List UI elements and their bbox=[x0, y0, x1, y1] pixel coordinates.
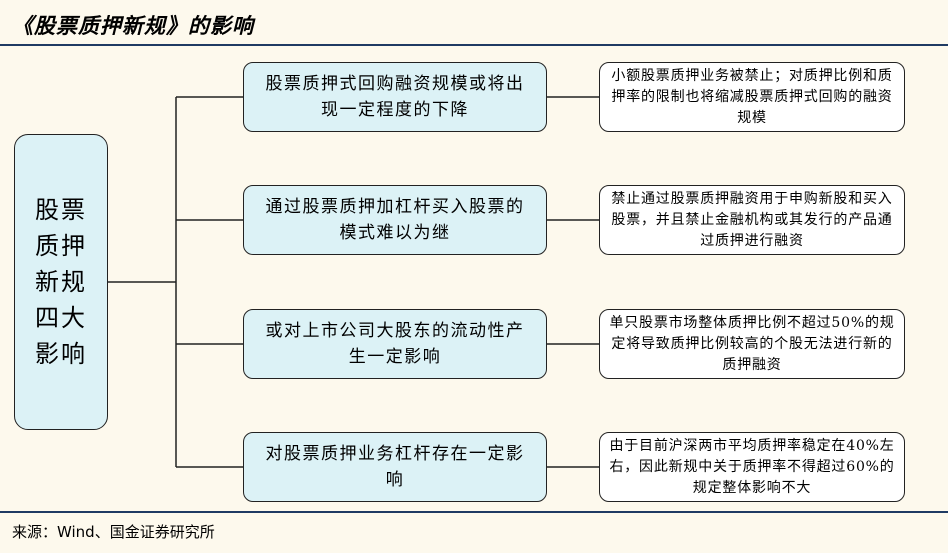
detail-label-3: 单只股票市场整体质押比例不超过50%的规定将导致质押比例较高的个股无法进行新的质… bbox=[609, 314, 895, 373]
detail-node-1: 小额股票质押业务被禁止；对质押比例和质押率的限制也将缩减股票质押式回购的融资规模 bbox=[599, 62, 905, 132]
impact-label-3: 或对上市公司大股东的流动性产生一定影响 bbox=[265, 321, 525, 367]
detail-node-3: 单只股票市场整体质押比例不超过50%的规定将导致质押比例较高的个股无法进行新的质… bbox=[599, 309, 905, 379]
impact-node-1: 股票质押式回购融资规模或将出现一定程度的下降 bbox=[243, 62, 547, 132]
detail-label-2: 禁止通过股票质押融资用于申购新股和买入股票，并且禁止金融机构或其发行的产品通过质… bbox=[611, 190, 893, 249]
detail-label-4: 由于目前沪深两市平均质押率稳定在40%左右，因此新规中关于质押率不得超过60%的… bbox=[609, 437, 895, 496]
root-label: 股票质押新规四大影响 bbox=[35, 196, 87, 368]
impact-node-4: 对股票质押业务杠杆存在一定影响 bbox=[243, 432, 547, 502]
detail-node-2: 禁止通过股票质押融资用于申购新股和买入股票，并且禁止金融机构或其发行的产品通过质… bbox=[599, 185, 905, 255]
source-note: 来源：Wind、国金证券研究所 bbox=[12, 523, 215, 541]
root-node: 股票质押新规四大影响 bbox=[14, 134, 108, 430]
impact-label-2: 通过股票质押加杠杆买入股票的模式难以为继 bbox=[265, 197, 525, 243]
impact-label-1: 股票质押式回购融资规模或将出现一定程度的下降 bbox=[265, 74, 525, 120]
bottom-rule bbox=[0, 511, 948, 513]
diagram-title: 《股票质押新规》的影响 bbox=[12, 13, 254, 38]
impact-node-2: 通过股票质押加杠杆买入股票的模式难以为继 bbox=[243, 185, 547, 255]
impact-label-4: 对股票质押业务杠杆存在一定影响 bbox=[265, 444, 525, 490]
detail-label-1: 小额股票质押业务被禁止；对质押比例和质押率的限制也将缩减股票质押式回购的融资规模 bbox=[611, 67, 893, 126]
detail-node-4: 由于目前沪深两市平均质押率稳定在40%左右，因此新规中关于质押率不得超过60%的… bbox=[599, 432, 905, 502]
top-rule bbox=[0, 44, 948, 46]
impact-node-3: 或对上市公司大股东的流动性产生一定影响 bbox=[243, 309, 547, 379]
